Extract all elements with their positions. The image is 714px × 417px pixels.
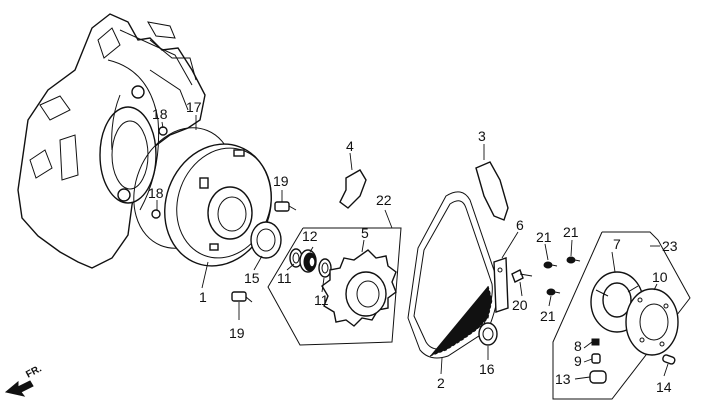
callout-7: 7: [613, 236, 621, 252]
chain-guide: [475, 161, 509, 221]
callout-5: 5: [361, 225, 369, 241]
callout-4: 4: [346, 138, 354, 154]
leader-lines: [156, 115, 669, 380]
callout-13: 13: [555, 371, 571, 387]
needle-bearing-12: [299, 249, 317, 273]
front-direction-indicator: FR.: [4, 363, 44, 397]
callout-21-c: 21: [540, 308, 556, 324]
clutch-plate: [625, 288, 679, 356]
one-way-clutch: [590, 271, 644, 333]
callout-6: 6: [516, 217, 524, 233]
callout-10: 10: [652, 269, 668, 285]
callout-21-b: 21: [563, 224, 579, 240]
callout-22: 22: [376, 192, 392, 208]
cover-assembly: [164, 143, 272, 267]
bolt-21-b: [566, 256, 581, 264]
bolt-21-c: [546, 288, 561, 296]
seal-16: [478, 322, 498, 346]
callout-19-lower: 19: [229, 325, 245, 341]
bolt-19-lower: [231, 291, 253, 303]
bolt-21-a: [543, 261, 558, 269]
spring: [591, 338, 600, 346]
callout-1: 1: [199, 289, 207, 305]
callout-20: 20: [512, 297, 528, 313]
callout-2: 2: [437, 375, 445, 391]
callout-8: 8: [574, 338, 582, 354]
bearing-11-right: [318, 258, 332, 278]
callout-23: 23: [662, 238, 678, 254]
callout-21-a: 21: [536, 229, 552, 245]
callout-18-lower: 18: [148, 185, 164, 201]
chain: [407, 191, 499, 359]
bolt-20: [511, 269, 533, 283]
callouts: 1 2 3 4 5 6 7 8 9 10 11 11 12 13 14 15 1…: [148, 99, 678, 395]
sprocket: [321, 249, 397, 327]
tensioner-plate: [493, 257, 509, 313]
crankcase-housing: [17, 13, 206, 269]
roller: [589, 370, 607, 384]
callout-15: 15: [244, 270, 260, 286]
plunger: [591, 353, 601, 364]
callout-3: 3: [478, 128, 486, 144]
o-ring-18-upper: [158, 126, 168, 136]
callout-18-upper: 18: [152, 106, 168, 122]
callout-9: 9: [574, 353, 582, 369]
oil-seal: [250, 221, 282, 259]
arrow-icon: [4, 380, 34, 397]
callout-11-right: 11: [314, 292, 329, 308]
callout-12: 12: [302, 228, 318, 244]
callout-17: 17: [186, 99, 202, 115]
bolt-19-upper: [274, 201, 297, 212]
pin: [662, 354, 676, 365]
callout-19-upper: 19: [273, 173, 289, 189]
o-ring-18-lower: [151, 209, 161, 219]
callout-14: 14: [656, 379, 672, 395]
front-label: FR.: [24, 363, 44, 380]
callout-16: 16: [479, 361, 495, 377]
tensioner-slipper: [339, 169, 367, 209]
callout-11-left: 11: [277, 270, 292, 286]
